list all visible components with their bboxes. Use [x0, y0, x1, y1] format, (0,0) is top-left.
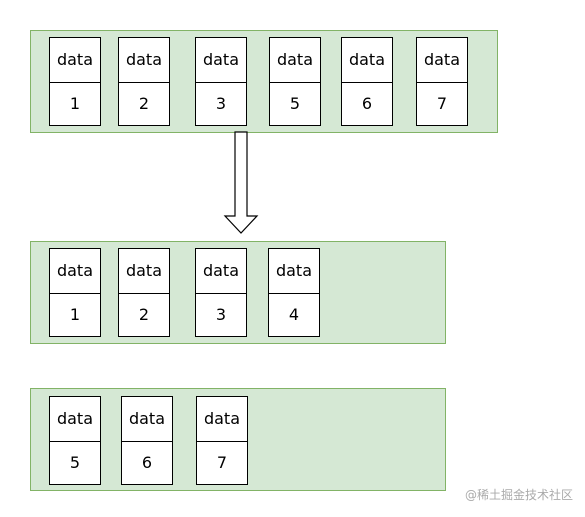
down-arrow-icon [223, 131, 259, 234]
source-cell-1-value: 1 [69, 93, 81, 113]
target-1-cell-2: data 2 [118, 248, 170, 337]
source-cell-5: data 6 [341, 37, 393, 126]
target-2-cell-3: data 7 [196, 396, 248, 485]
watermark: @稀土掘金技术社区 [464, 488, 573, 502]
target-1-cell-4: data 4 [268, 248, 320, 337]
source-cell-5-field: data [342, 38, 392, 83]
target-2-cell-2-value: 6 [141, 452, 153, 472]
target-2-cell-3-field: data [197, 397, 247, 442]
target-1-cell-3: data 3 [195, 248, 247, 337]
target-2-cell-1: data 5 [49, 396, 101, 485]
source-cell-2-field: data [119, 38, 169, 83]
source-cell-2: data 2 [118, 37, 170, 126]
source-cell-4-field: data [270, 38, 320, 83]
source-cell-5-value: 6 [361, 93, 373, 113]
target-2-cell-2: data 6 [121, 396, 173, 485]
target-1-cell-1-field: data [50, 249, 100, 294]
source-cell-3-field: data [196, 38, 246, 83]
target-1-cell-2-value: 2 [138, 304, 150, 324]
target-1-cell-1: data 1 [49, 248, 101, 337]
target-1-cell-1-value: 1 [69, 304, 81, 324]
source-cell-2-value: 2 [138, 93, 150, 113]
source-cell-3: data 3 [195, 37, 247, 126]
target-1-cell-3-field: data [196, 249, 246, 294]
source-cell-4-value: 5 [289, 93, 301, 113]
target-2-cell-3-value: 7 [216, 452, 228, 472]
source-cell-1: data 1 [49, 37, 101, 126]
source-cell-1-field: data [50, 38, 100, 83]
target-1-cell-3-value: 3 [215, 304, 227, 324]
target-1-cell-4-field: data [269, 249, 319, 294]
source-cell-6: data 7 [416, 37, 468, 126]
target-2-cell-1-value: 5 [69, 452, 81, 472]
source-cell-3-value: 3 [215, 93, 227, 113]
target-1-cell-4-value: 4 [288, 304, 300, 324]
source-cell-6-field: data [417, 38, 467, 83]
source-cell-4: data 5 [269, 37, 321, 126]
source-cell-6-value: 7 [436, 93, 448, 113]
target-2-cell-1-field: data [50, 397, 100, 442]
target-2-cell-2-field: data [122, 397, 172, 442]
target-1-cell-2-field: data [119, 249, 169, 294]
